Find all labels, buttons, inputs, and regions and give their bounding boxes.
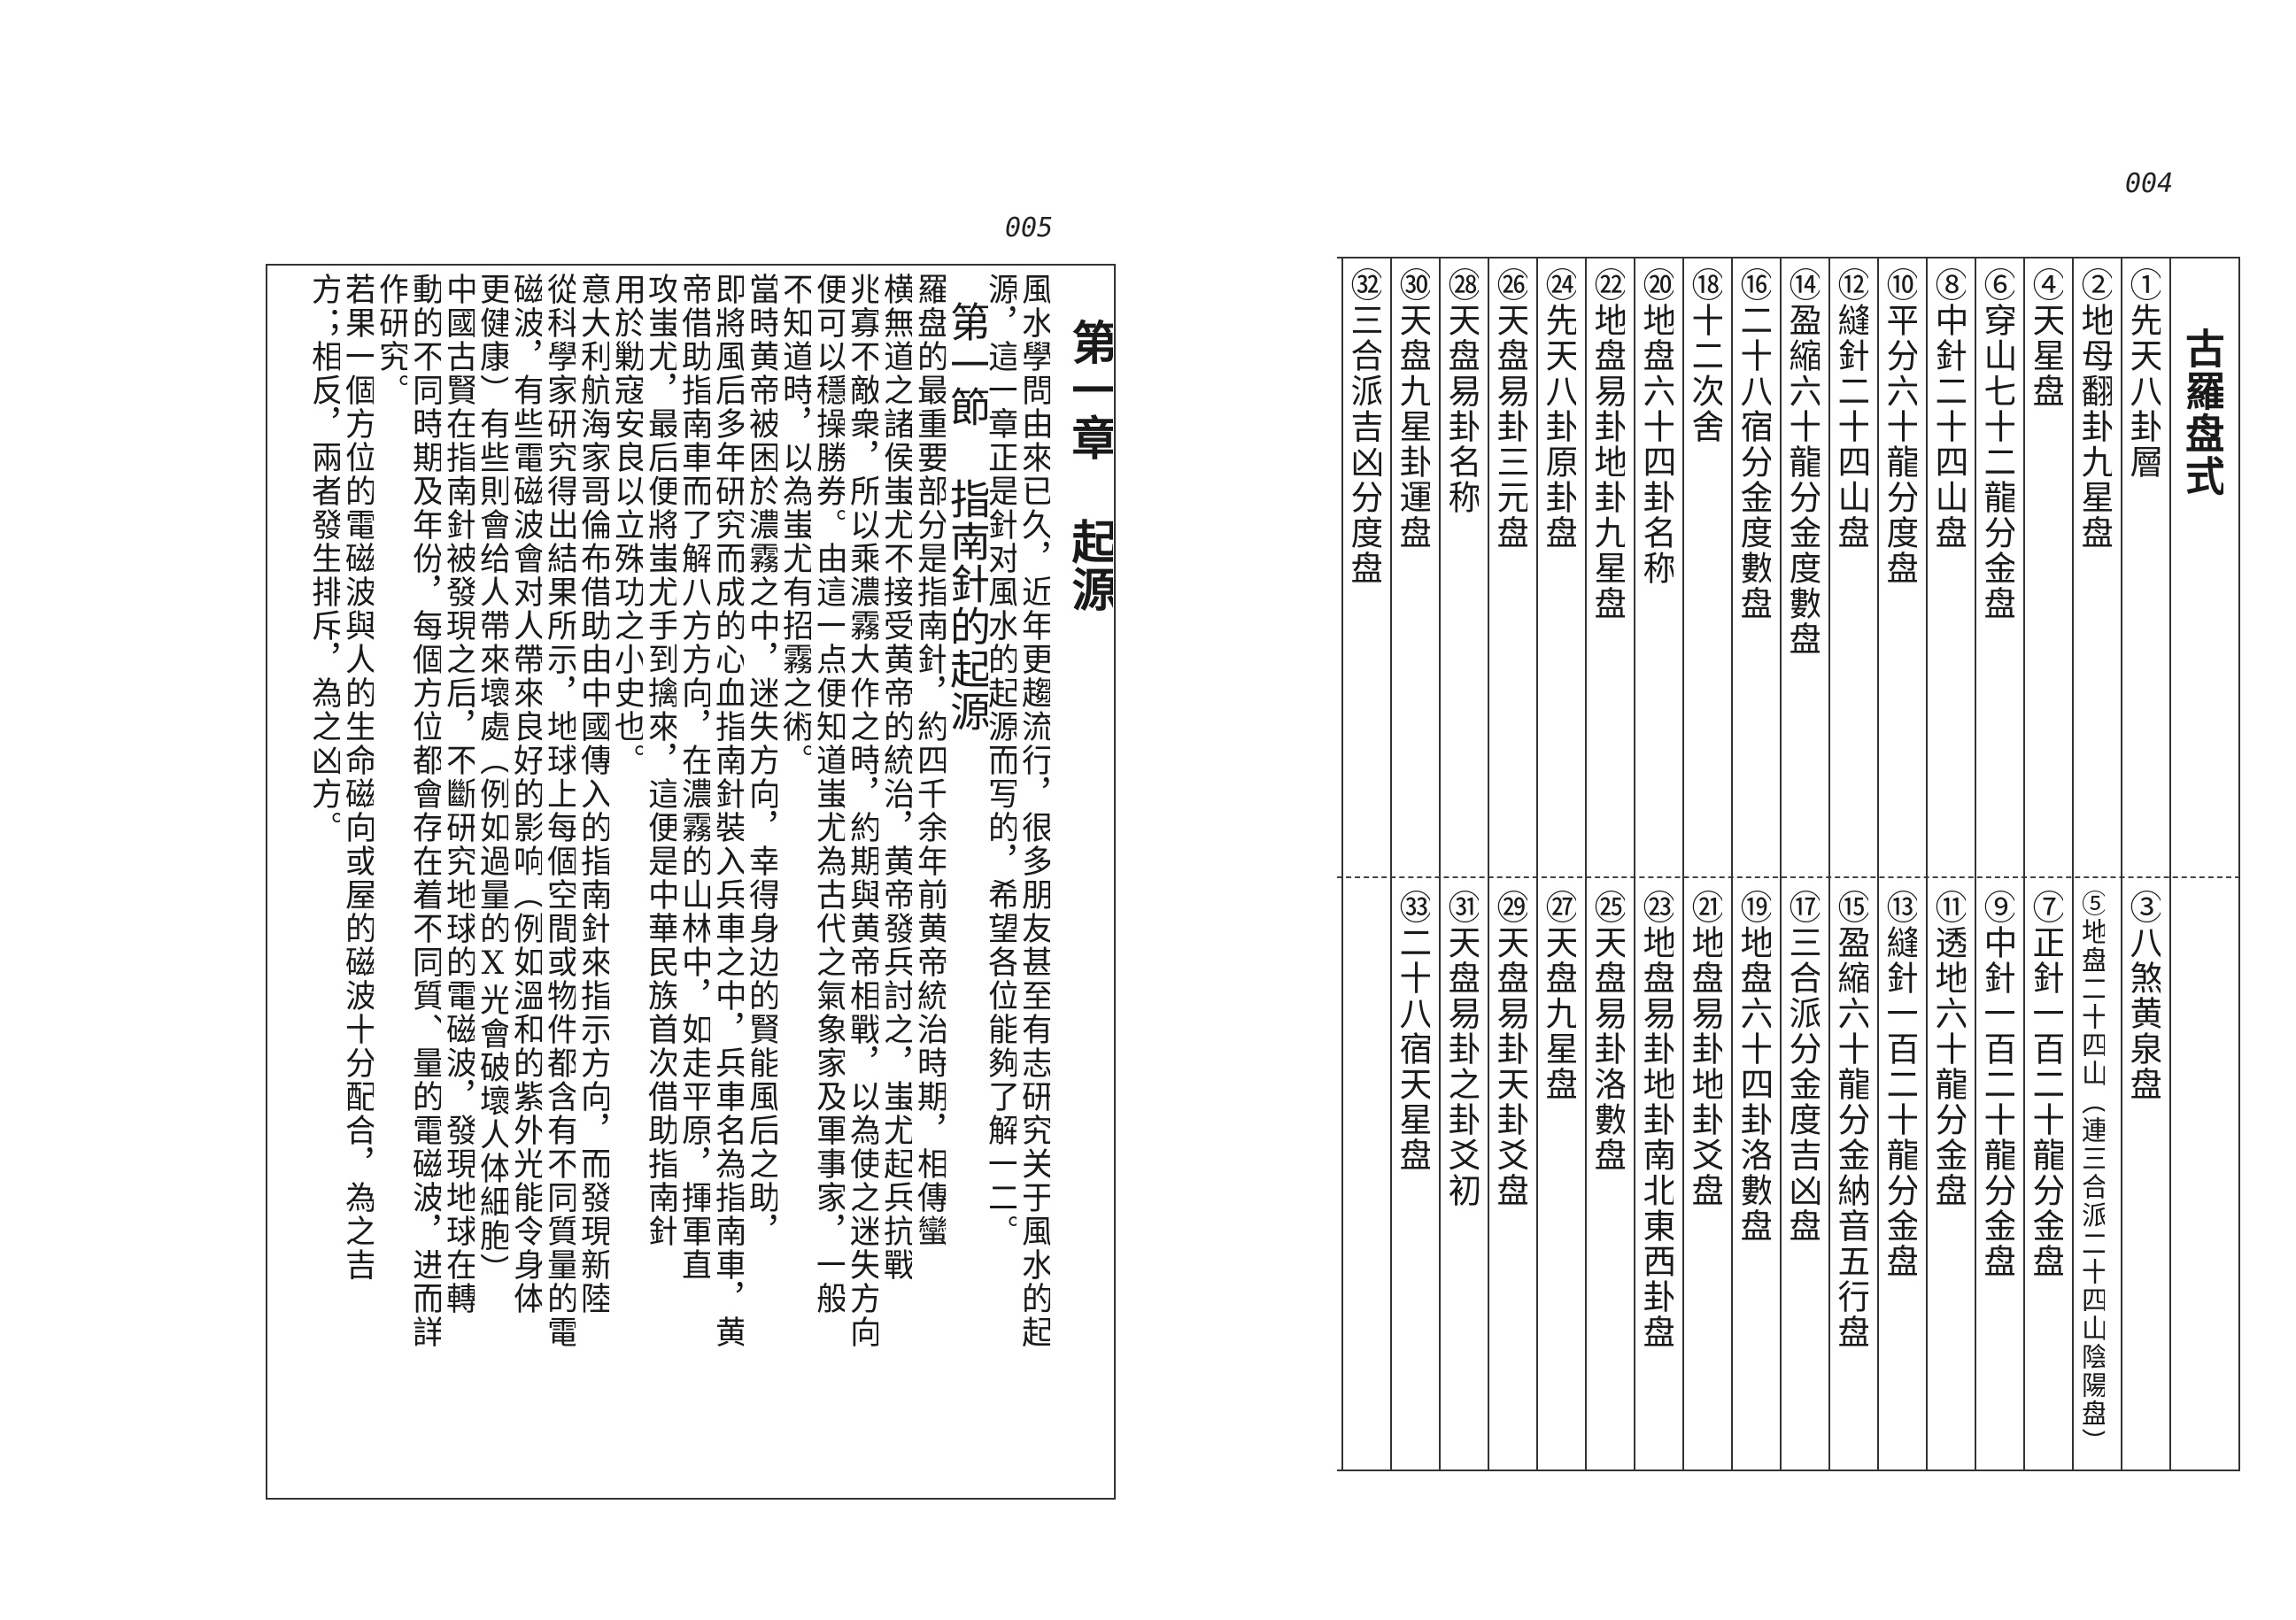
text-column: 中國古賢在指南針被發現之后，不斷研究地球的電磁波，發現地球在轉 — [443, 273, 475, 1315]
text-column: 從科學家研究得出結果所示，地球上每個空間或物件都含有不同質量的電 — [544, 273, 576, 1349]
toc-item-upper: ⑳地盘六十四卦名称 — [1640, 267, 1674, 586]
toc-item-lower: ⑰三合派分金度吉凶盘 — [1786, 890, 1820, 1244]
toc-item-lower: ⑲地盘六十四卦洛數盘 — [1737, 890, 1771, 1244]
text-column: 横無道之諸侯蚩尤不接受黄帝的統治，黄帝發兵討之，蚩尤起兵抗戰 — [880, 273, 912, 1282]
text-column: 用於勦寇安良以立殊功之小史也。 — [611, 273, 643, 777]
toc-item-upper: ⑧中針二十四山盘 — [1932, 267, 1966, 551]
toc-item-lower: ㉙天盘易卦天卦爻盘 — [1494, 890, 1527, 1208]
row-divider — [1337, 876, 2240, 878]
text-column: 意大利航海家哥倫布借助由中國傳入的指南針來指示方向，而發現新陸 — [577, 273, 609, 1315]
text-column: 磁波，有些電磁波會对人帶來良好的影响（例如溫和的紫外光能令身体 — [510, 273, 542, 1315]
text-column: 即將風后多年研究而成的心血指南針裝入兵車之中，兵車名為指南車，黄 — [712, 273, 744, 1349]
toc-item-lower: ⑨中針一百二十龍分金盘 — [1981, 890, 2014, 1279]
toc-item-upper: ㉘天盘易卦名称 — [1445, 267, 1479, 515]
text-column: 源，這一章正是針对風水的起源而写的，希望各位能夠了解一二。 — [985, 273, 1017, 1248]
toc-item-upper: ①先天八卦層 — [2127, 267, 2161, 480]
left-page-number: 005 — [1005, 212, 1054, 243]
text-column: 更健康）有些則會给人帶來壞處（例如過量的X光會破壞人体細胞） — [476, 273, 508, 1286]
text-column: 當時黄帝被困於濃霧之中，迷失方向，幸得身边的賢能風后之助， — [746, 273, 777, 1248]
toc-item-upper: ㉚天盘九星卦運盘 — [1396, 267, 1430, 551]
toc-item-lower: ⑦正針一百二十龍分金盘 — [2029, 890, 2063, 1279]
right-page: 古羅盘式 ①先天八卦層 ②地母翻卦九星盘 ④天星盘 ⑥穿山七十二龍分金盘 ⑧中針二十四山… — [1337, 257, 2240, 1496]
text-column: 帝借助指南車而了解八方方向，在濃霧的山林中，如走平原，揮軍直 — [678, 273, 710, 1282]
toc-title: 古羅盘式 — [2183, 328, 2223, 498]
toc-item-lower: ㉑地盘易卦地卦爻盘 — [1689, 890, 1722, 1208]
right-page-number: 004 — [2125, 168, 2174, 199]
text-column: 便可以穩操勝券。由這一点便知道蚩尤為古代之氣象家及軍事家，一般 — [813, 273, 845, 1315]
toc-item-upper: ⑭盈縮六十龍分金度數盘 — [1786, 267, 1820, 657]
section-heading: 第一節 指南針的起源 — [947, 301, 988, 733]
toc-item-lower: ⑮盈縮六十龍分金納音五行盘 — [1835, 890, 1868, 1350]
toc-item-lower: ⑬縫針一百二十龍分金盘 — [1883, 890, 1917, 1279]
text-column: 若果一個方位的電磁波與人的生命磁向或屋的磁波十分配合，為之吉 — [342, 273, 374, 1282]
toc-item-lower: ⑪透地六十龍分金盘 — [1932, 890, 1966, 1208]
toc-item-lower: ㉗天盘九星盘 — [1542, 890, 1576, 1102]
toc-item-upper: ②地母翻卦九星盘 — [2078, 267, 2112, 551]
toc-item-upper: ⑥穿山七十二龍分金盘 — [1981, 267, 2014, 621]
toc-item-upper: ④天星盘 — [2029, 267, 2063, 409]
toc-item-lower: ㉕天盘易卦洛數盘 — [1591, 890, 1625, 1173]
toc-item-lower: ㉓地盘易卦地卦南北東西卦盘 — [1640, 890, 1674, 1350]
toc-item-upper: ㉒地盘易卦地卦九星盘 — [1591, 267, 1625, 621]
text-column: 風水學問由來已久，近年更趨流行，很多朋友甚至有志研究关于風水的起 — [1018, 273, 1050, 1349]
text-column: 兆寡不敵衆，所以乘濃霧大作之時，約期與黄帝相戰，以為使之迷失方向 — [847, 273, 878, 1349]
text-column: 羅盘的最重要部分是指南針，約四千余年前黄帝統治時期，相傳蠻 — [914, 273, 946, 1248]
toc-item-lower: ⑤地盘二十四山（連三合派二十四山陰陽盘） — [2078, 890, 2105, 1456]
toc-item-upper: ⑱十二次舍 — [1689, 267, 1722, 444]
toc-item-upper: ⑩平分六十龍分度盘 — [1883, 267, 1917, 586]
toc-item-upper: ㉖天盘易卦三元盘 — [1494, 267, 1527, 551]
toc-item-upper: ⑫縫針二十四山盘 — [1835, 267, 1868, 551]
left-page: 第一章 起源 風水學問由來已久，近年更趨流行，很多朋友甚至有志研究关于風水的起源… — [266, 264, 1116, 1500]
toc-item-lower: ㉛天盘易卦之卦爻初 — [1445, 890, 1479, 1208]
toc-item-upper: ㉜三合派吉凶分度盘 — [1348, 267, 1381, 586]
text-column: 不知道時，以為蚩尤有招霧之術。 — [779, 273, 811, 777]
text-column: 方；相反，兩者發生排斥，為之凶方。 — [308, 273, 340, 845]
text-column: 動的不同時期及年份，每個方位都會存在着不同質、量的電磁波，进而詳 — [409, 273, 441, 1349]
toc-item-lower: ③八煞黄泉盘 — [2127, 890, 2161, 1102]
toc-item-upper: ㉔先天八卦原卦盘 — [1542, 267, 1576, 551]
text-column: 作研究。 — [375, 273, 407, 407]
chapter-heading: 第一章 起源 — [1067, 319, 1113, 613]
toc-item-upper: ⑯二十八宿分金度數盘 — [1737, 267, 1771, 621]
toc-item-lower: ㉝二十八宿天星盘 — [1396, 890, 1430, 1173]
text-column: 攻蚩尤，最后便將蚩尤手到擒來，這便是中華民族首次借助指南針 — [645, 273, 676, 1248]
